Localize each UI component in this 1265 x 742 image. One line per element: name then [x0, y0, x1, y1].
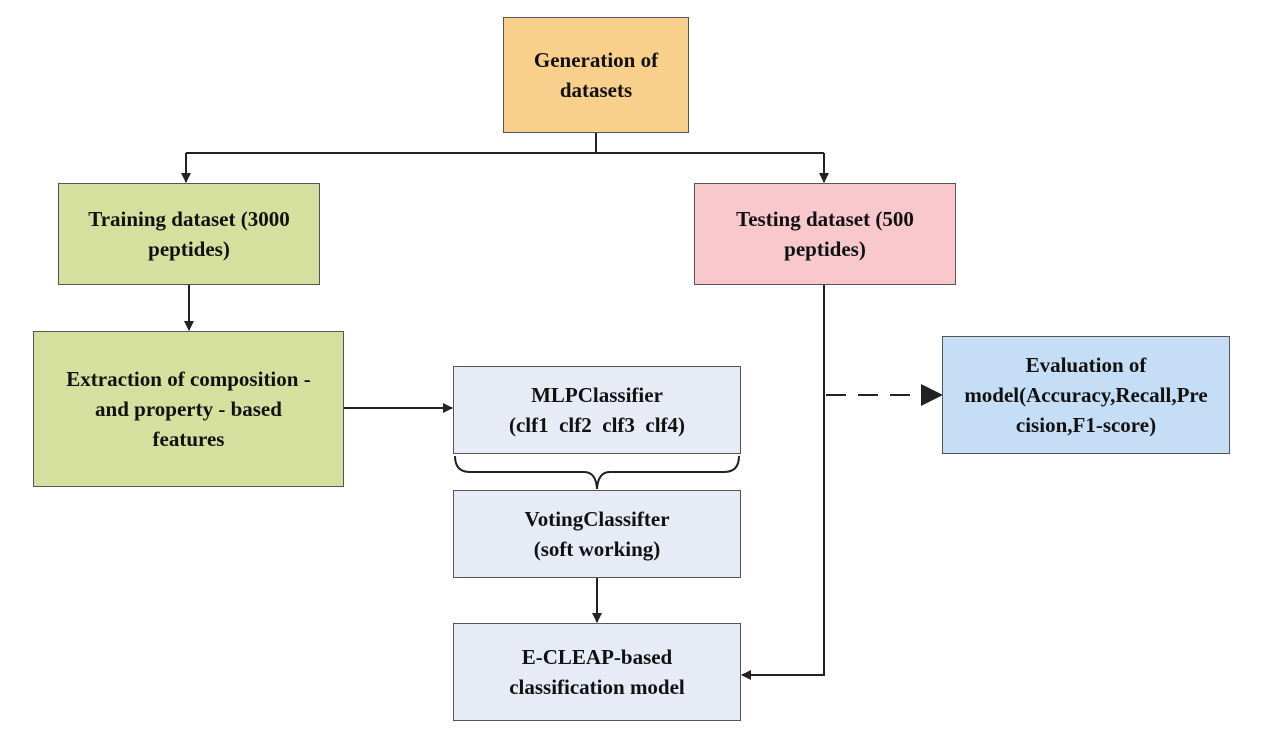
testing-dataset-box: Testing dataset (500 peptides) [694, 183, 956, 285]
training-line-2: peptides) [148, 237, 230, 261]
brace-mlp-voting [454, 455, 740, 490]
features-line-1: Extraction of composition - [66, 367, 311, 391]
feature-extraction-box: Extraction of composition - and property… [33, 331, 344, 487]
evaluation-line-1: Evaluation of [1025, 353, 1147, 377]
features-line-3: features [152, 427, 225, 451]
features-line-2: and property - based [95, 397, 282, 421]
evaluation-line-3: cision,F1-score) [1015, 413, 1157, 437]
generation-line-2: datasets [559, 78, 633, 102]
generation-line-1: Generation of [533, 48, 659, 72]
generation-of-datasets-box: Generation of datasets [503, 17, 689, 133]
classification-model-box: E-CLEAP-based classification model [453, 623, 741, 721]
evaluation-line-2: model(Accuracy,Recall,Pre [964, 383, 1208, 407]
arrow-testing-to-model [741, 285, 825, 680]
model-line-2: classification model [509, 675, 685, 699]
mlp-classifier-box: MLPClassifier (clf1 clf2 clf3 clf4) [453, 366, 741, 454]
model-line-1: E-CLEAP-based [521, 645, 673, 669]
connector-generation-split [186, 133, 824, 154]
mlp-line-1: MLPClassifier [531, 383, 663, 407]
voting-line-1: VotingClassifter [524, 507, 670, 531]
voting-classifier-box: VotingClassifter (soft working) [453, 490, 741, 578]
training-dataset-box: Training dataset (3000 peptides) [58, 183, 320, 285]
testing-line-2: peptides) [784, 237, 866, 261]
testing-line-1: Testing dataset (500 [736, 207, 914, 231]
voting-line-2: (soft working) [533, 537, 661, 561]
mlp-line-2: (clf1 clf2 clf3 clf4) [508, 413, 686, 437]
evaluation-box: Evaluation of model(Accuracy,Recall,Pre … [942, 336, 1230, 454]
training-line-1: Training dataset (3000 [88, 207, 290, 231]
